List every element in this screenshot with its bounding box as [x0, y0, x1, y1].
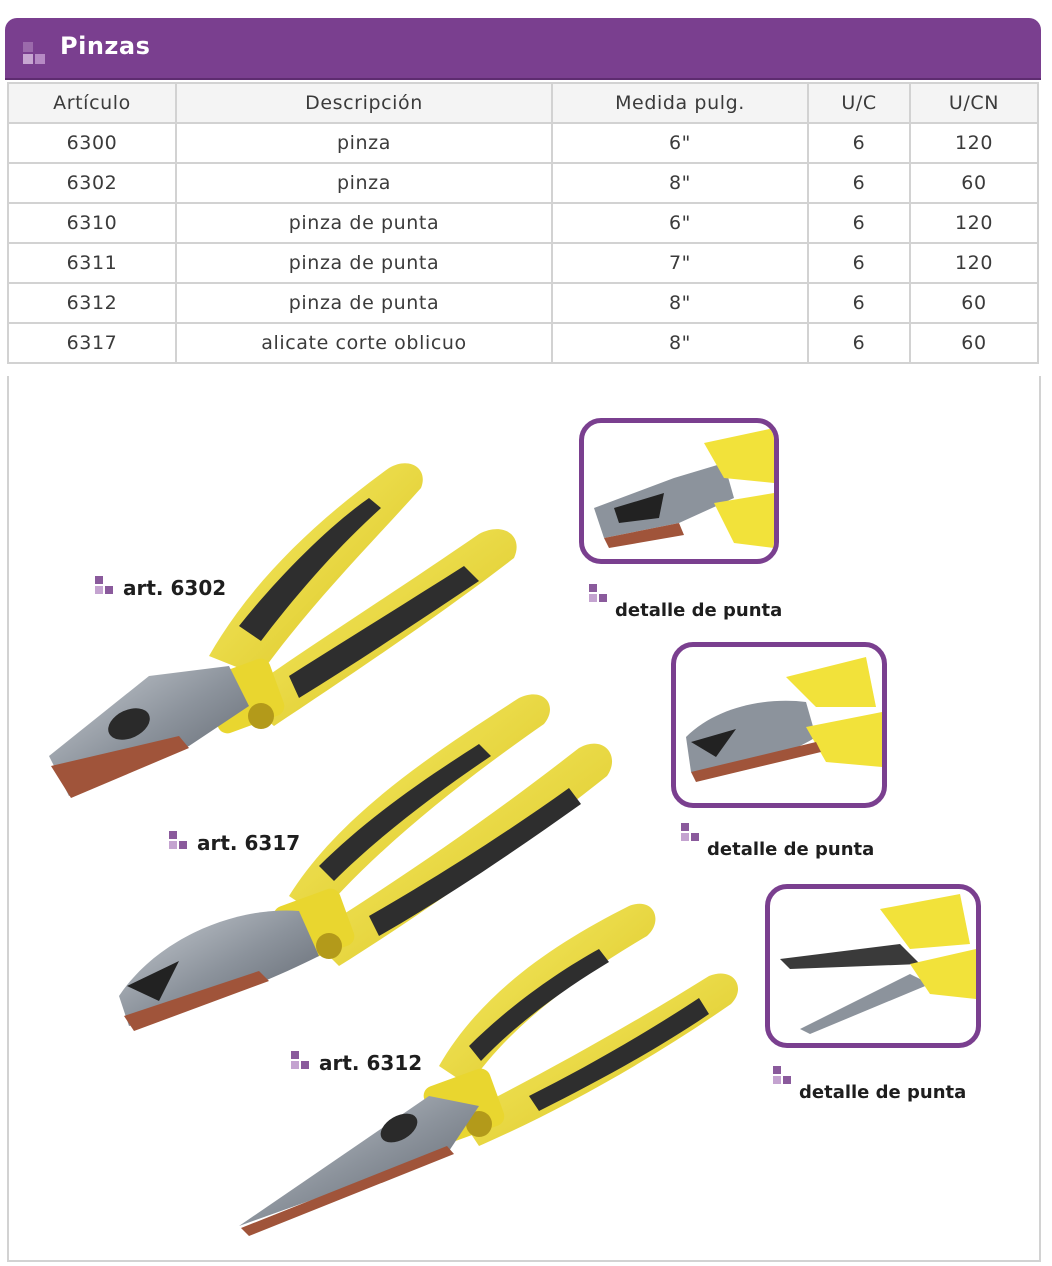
product-photo-area: art. 6302 art. 6317 art. 6312	[7, 376, 1041, 1262]
table-row: 6311 pinza de punta 7" 6 120	[7, 242, 1039, 284]
cell-descripcion: pinza	[175, 122, 553, 164]
cell-uc: 6	[807, 322, 911, 364]
table-row: 6302 pinza 8" 6 60	[7, 162, 1039, 204]
cell-articulo: 6317	[7, 322, 177, 364]
bullet-squares-icon	[589, 584, 611, 606]
cell-medida: 8"	[551, 162, 809, 204]
page-title: Pinzas	[60, 32, 151, 60]
product-label-6312: art. 6312	[319, 1051, 423, 1075]
cell-ucn: 120	[909, 242, 1039, 284]
column-header-ucn: U/CN	[909, 82, 1039, 124]
cell-ucn: 60	[909, 322, 1039, 364]
product-label-6302: art. 6302	[123, 576, 227, 600]
spec-table: Artículo Descripción Medida pulg. U/C U/…	[7, 82, 1039, 364]
tip-detail-long-nose	[780, 894, 976, 1034]
cell-ucn: 120	[909, 202, 1039, 244]
bullet-squares-icon	[681, 823, 703, 845]
cell-articulo: 6310	[7, 202, 177, 244]
tip-detail-combination	[594, 428, 774, 548]
cell-descripcion: pinza de punta	[175, 242, 553, 284]
cell-descripcion: pinza de punta	[175, 282, 553, 324]
long-nose-pliers-image	[239, 903, 739, 1236]
tip-detail-diagonal	[686, 657, 882, 782]
cell-articulo: 6311	[7, 242, 177, 284]
cell-uc: 6	[807, 202, 911, 244]
detail-label-2: detalle de punta	[707, 839, 875, 860]
cell-articulo: 6300	[7, 122, 177, 164]
table-row: 6300 pinza 6" 6 120	[7, 122, 1039, 164]
cell-uc: 6	[807, 242, 911, 284]
detail-image-long-nose	[765, 884, 981, 1048]
cell-ucn: 60	[909, 162, 1039, 204]
cell-medida: 6"	[551, 202, 809, 244]
cell-descripcion: pinza	[175, 162, 553, 204]
cell-articulo: 6302	[7, 162, 177, 204]
column-header-uc: U/C	[807, 82, 911, 124]
table-header-row: Artículo Descripción Medida pulg. U/C U/…	[7, 82, 1039, 124]
pliers-illustration	[49, 463, 739, 1236]
detail-label-1: detalle de punta	[615, 600, 783, 621]
cell-articulo: 6312	[7, 282, 177, 324]
cell-descripcion: alicate corte oblicuo	[175, 322, 553, 364]
diagonal-cutter-image	[119, 694, 613, 1031]
cell-medida: 8"	[551, 282, 809, 324]
bullet-squares-icon	[169, 831, 191, 853]
detail-label-3: detalle de punta	[799, 1082, 967, 1103]
table-row: 6312 pinza de punta 8" 6 60	[7, 282, 1039, 324]
cell-ucn: 60	[909, 282, 1039, 324]
cell-medida: 6"	[551, 122, 809, 164]
cell-medida: 8"	[551, 322, 809, 364]
cell-medida: 7"	[551, 242, 809, 284]
column-header-medida: Medida pulg.	[551, 82, 809, 124]
table-row: 6317 alicate corte oblicuo 8" 6 60	[7, 322, 1039, 364]
cell-ucn: 120	[909, 122, 1039, 164]
table-row: 6310 pinza de punta 6" 6 120	[7, 202, 1039, 244]
column-header-descripcion: Descripción	[175, 82, 553, 124]
cell-uc: 6	[807, 162, 911, 204]
cell-uc: 6	[807, 282, 911, 324]
combination-pliers-image	[49, 463, 517, 798]
column-header-articulo: Artículo	[7, 82, 177, 124]
bullet-squares-icon	[291, 1051, 313, 1073]
product-label-6317: art. 6317	[197, 831, 301, 855]
product-panel: Pinzas Artículo Descripción Medida pulg.…	[5, 18, 1041, 1262]
cell-descripcion: pinza de punta	[175, 202, 553, 244]
section-header: Pinzas	[5, 18, 1041, 80]
bullet-squares-icon	[773, 1066, 795, 1088]
squares-icon	[23, 42, 49, 68]
cell-uc: 6	[807, 122, 911, 164]
bullet-squares-icon	[95, 576, 117, 598]
detail-image-diagonal	[671, 642, 887, 808]
detail-image-combination	[579, 418, 779, 564]
